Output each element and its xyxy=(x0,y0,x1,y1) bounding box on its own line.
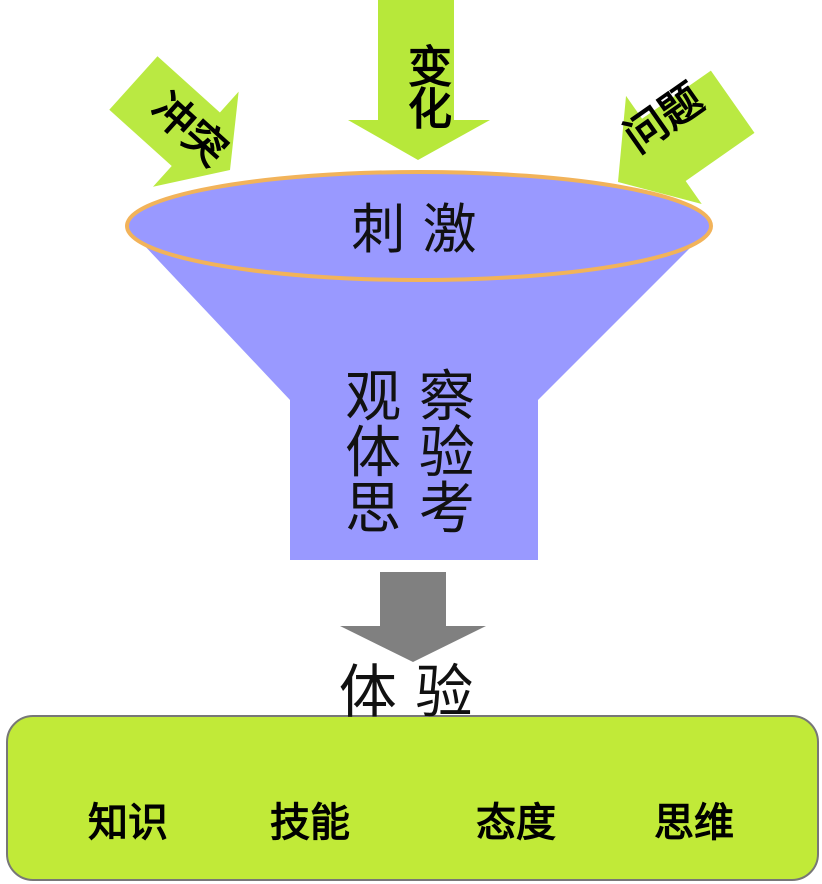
outcome-skill: 技能 xyxy=(270,800,350,846)
outcome-thinking: 思维 xyxy=(654,800,734,846)
outcome-box xyxy=(6,715,819,881)
process-observe: 观 察 xyxy=(345,365,475,430)
output-arrow xyxy=(340,572,486,662)
process-think: 思 考 xyxy=(345,477,475,542)
funnel-top-label: 刺 激 xyxy=(351,198,476,261)
top-input-arrow xyxy=(348,0,490,160)
top-input-label-second: 化 xyxy=(408,84,452,135)
outcome-attitude: 态度 xyxy=(476,800,556,846)
top-input-label-first: 变 xyxy=(408,42,452,93)
funnel-body xyxy=(126,226,712,560)
right-input-arrow xyxy=(618,70,755,204)
output-label: 体 验 xyxy=(339,658,473,726)
outcome-knowledge: 知识 xyxy=(88,800,168,846)
left-input-arrow xyxy=(109,56,239,187)
funnel-rim xyxy=(125,170,713,282)
process-experience: 体 验 xyxy=(345,421,475,486)
